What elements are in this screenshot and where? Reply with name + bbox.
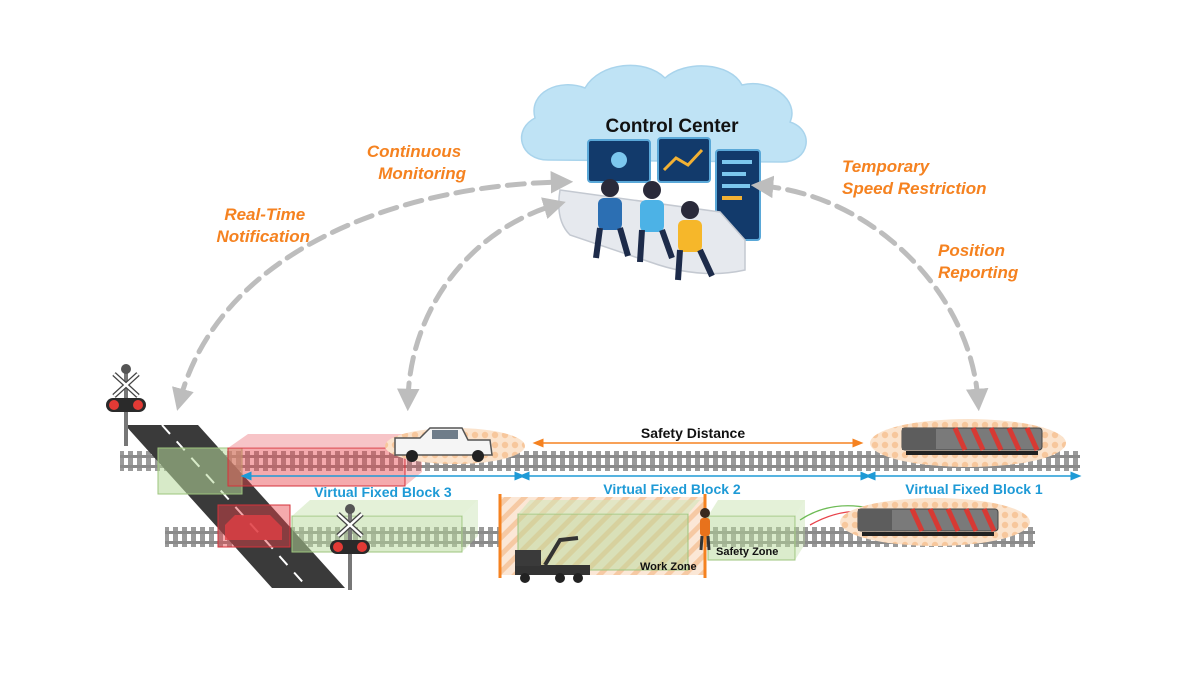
block-1-label: Virtual Fixed Block 1 <box>905 481 1043 497</box>
work-zone-label: Work Zone <box>640 561 697 573</box>
communication-arrows <box>172 170 989 412</box>
crossing-signal-upper <box>106 364 146 446</box>
pickup-truck <box>385 427 525 464</box>
crane-truck <box>515 536 590 583</box>
safety-zone-label: Safety Zone <box>716 546 778 558</box>
lower-red-zone <box>217 504 291 548</box>
arrow-continuous-monitoring <box>397 197 566 412</box>
lower-green-zone <box>291 500 478 553</box>
arrow-position-reporting <box>750 175 989 412</box>
label-position-reporting: Position Reporting <box>938 241 1019 282</box>
label-temporary-speed: Temporary Speed Restriction <box>842 157 987 198</box>
control-center-title: Control Center <box>606 116 740 137</box>
label-continuous-monitoring: Continuous Monitoring <box>367 142 467 183</box>
track-worker <box>699 508 711 551</box>
lower-locomotive <box>799 498 1030 546</box>
block-2-label: Virtual Fixed Block 2 <box>603 481 741 497</box>
safety-distance-label: Safety Distance <box>641 425 745 441</box>
safety-distance-indicator: Safety Distance <box>532 425 864 448</box>
crossing-signal-lower <box>330 504 370 590</box>
upper-green-zone <box>157 447 243 495</box>
cloud-shape <box>520 64 807 163</box>
flow-labels: Real-Time Notification Continuous Monito… <box>217 142 1019 282</box>
upper-track <box>120 451 1080 471</box>
upper-locomotive <box>870 419 1066 467</box>
operators <box>593 179 715 281</box>
label-real-time: Real-Time Notification <box>217 205 311 246</box>
work-zone: Work Zone <box>498 494 707 578</box>
arrow-real-time-notification <box>172 170 574 411</box>
safety-zone: Safety Zone <box>707 500 805 561</box>
block-3-label: Virtual Fixed Block 3 <box>314 484 452 500</box>
control-center: Control Center <box>520 64 807 281</box>
